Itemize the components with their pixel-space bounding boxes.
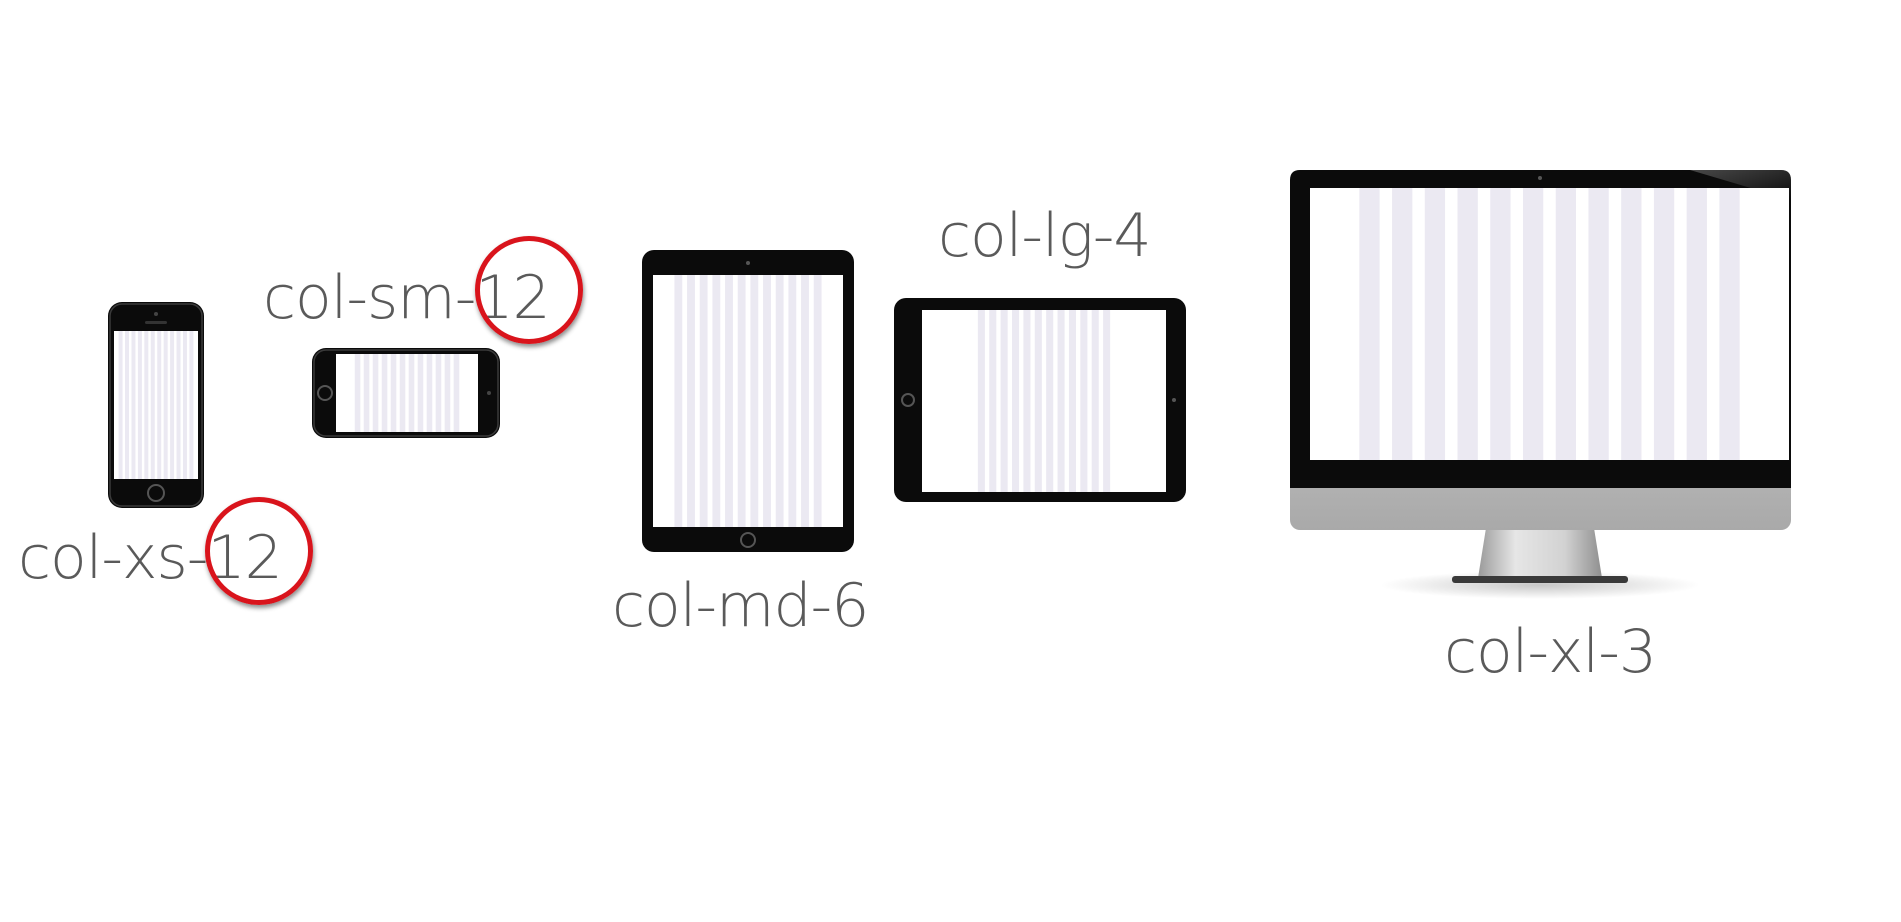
tablet-landscape-grid-column [1068, 310, 1076, 492]
tablet-landscape-grid-column [1046, 310, 1054, 492]
tablet-portrait [642, 250, 854, 552]
phone-portrait-grid-column [150, 331, 155, 479]
tablet-landscape-grid-column [1080, 310, 1088, 492]
desktop-monitor-grid-column [1424, 188, 1446, 460]
tablet-landscape-grid-column [977, 310, 985, 492]
tablet-portrait-grid-column [788, 275, 797, 527]
tablet-portrait-grid-column [699, 275, 708, 527]
tablet-landscape-grid-column [1034, 310, 1042, 492]
phone-landscape [312, 348, 500, 438]
tablet-landscape-grid-column [1103, 310, 1111, 492]
desktop-monitor-grid-column [1490, 188, 1511, 460]
desktop-monitor-grid-column [1719, 188, 1740, 460]
tablet-portrait-grid-column [687, 275, 695, 527]
label-col-lg-prefix: col-lg- [938, 201, 1114, 271]
tablet-portrait-grid-column [750, 275, 759, 527]
label-col-xl: col-xl-3 [1444, 622, 1657, 682]
tablet-landscape-grid-column [1057, 310, 1065, 492]
phone-landscape-grid-column [426, 354, 433, 432]
desktop-monitor-grid-column [1555, 188, 1577, 460]
phone-landscape-grid-column [453, 354, 460, 432]
tablet-portrait-grid-column [775, 275, 784, 527]
grid-columns [118, 188, 1740, 527]
phone-portrait-grid-column [163, 331, 168, 479]
label-col-xl-prefix: col-xl- [1444, 617, 1620, 687]
tablet-portrait-grid-column [712, 275, 721, 527]
phone-portrait-grid-column [118, 331, 123, 479]
tablet-portrait-grid-column [725, 275, 733, 527]
phone-landscape-grid-column [390, 354, 397, 432]
phone-portrait-grid-column [157, 331, 162, 479]
desktop-monitor-grid-column [1621, 188, 1642, 460]
highlight-circle-xs [205, 497, 313, 605]
phone-landscape-grid-column [444, 354, 451, 432]
phone-landscape-grid-column [372, 354, 379, 432]
phone-landscape-grid-column [363, 354, 370, 432]
desktop-monitor-grid-column [1653, 188, 1675, 460]
tablet-landscape-grid-column [1091, 310, 1099, 492]
tablet-landscape-grid-column [1000, 310, 1008, 492]
phone-landscape-grid-column [381, 354, 388, 432]
desktop-monitor-grid-column [1359, 188, 1380, 460]
phone-portrait-grid-column [182, 331, 187, 479]
label-col-md: col-md-6 [612, 576, 869, 636]
phone-portrait-grid-column [131, 331, 136, 479]
label-col-md-prefix: col-md- [612, 571, 832, 641]
phone-portrait-grid-column [125, 331, 130, 479]
label-col-xs-prefix: col-xs- [18, 523, 208, 593]
tablet-portrait-grid-column [737, 275, 746, 527]
tablet-portrait-grid-column [674, 275, 683, 527]
desktop-monitor-grid-column [1392, 188, 1413, 460]
phone-landscape-grid-column [417, 354, 424, 432]
tablet-landscape-grid-column [1023, 310, 1031, 492]
tablet-portrait-grid-column [813, 275, 822, 527]
phone-landscape-grid-column [435, 354, 442, 432]
phone-portrait-grid-column [137, 331, 142, 479]
phone-landscape-grid-column [408, 354, 415, 432]
phone-landscape-grid-column [354, 354, 361, 432]
label-col-lg-number: 4 [1113, 201, 1151, 271]
tablet-portrait-grid-column [801, 275, 809, 527]
tablet-landscape-grid-column [1012, 310, 1020, 492]
phone-portrait-grid-column [176, 331, 181, 479]
tablet-landscape-grid-column [989, 310, 997, 492]
highlight-circle-sm [475, 236, 583, 344]
label-col-md-number: 6 [831, 571, 869, 641]
label-col-sm-prefix: col-sm- [263, 263, 476, 333]
phone-landscape-grid-column [399, 354, 406, 432]
phone-portrait-grid-column [170, 331, 175, 479]
phone-portrait-grid-column [189, 331, 194, 479]
phone-portrait-grid-column [144, 331, 149, 479]
desktop-monitor-grid-column [1686, 188, 1707, 460]
label-col-lg: col-lg-4 [938, 206, 1152, 266]
label-col-xl-number: 3 [1618, 617, 1657, 687]
desktop-monitor-grid-column [1522, 188, 1544, 460]
desktop-monitor-grid-column [1588, 188, 1609, 460]
tablet-portrait-grid-column [763, 275, 771, 527]
desktop-monitor-grid-column [1457, 188, 1478, 460]
